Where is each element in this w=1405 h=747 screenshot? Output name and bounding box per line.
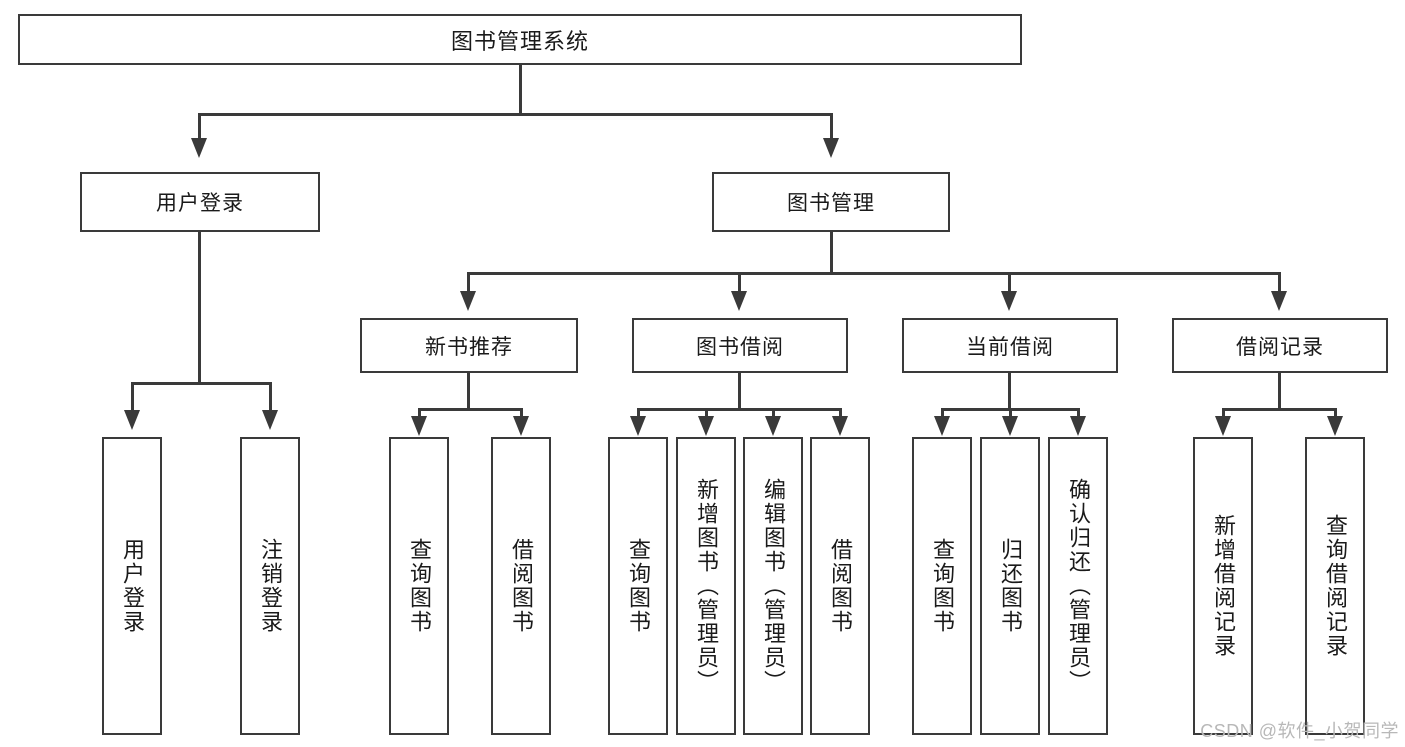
leaf-current-borrow-return[interactable]: 归还图书 bbox=[980, 437, 1040, 735]
arrow-borrow-record-leaf-1 bbox=[1215, 416, 1231, 436]
node-label: 用户登录 bbox=[156, 192, 244, 215]
edge-book-manage-drop-1 bbox=[467, 272, 470, 294]
arrow-book-borrow-leaf-1 bbox=[630, 416, 646, 436]
edge-current-borrow-drop-2 bbox=[1009, 408, 1012, 420]
edge-book-borrow-drop-3 bbox=[772, 408, 775, 420]
arrow-new-book-leaf-2 bbox=[513, 416, 529, 436]
arrow-to-current-borrow bbox=[1001, 291, 1017, 311]
edge-root-to-book-manage bbox=[830, 113, 833, 141]
edge-root-stem bbox=[519, 65, 522, 115]
edge-root-to-user-login bbox=[198, 113, 201, 141]
arrow-current-borrow-leaf-3 bbox=[1070, 416, 1086, 436]
node-user-login[interactable]: 用户登录 bbox=[80, 172, 320, 232]
node-label: 借阅图书 bbox=[508, 538, 534, 634]
edge-user-login-drop-1 bbox=[131, 382, 134, 412]
leaf-current-borrow-query[interactable]: 查询图书 bbox=[912, 437, 972, 735]
edge-new-book-stem bbox=[467, 373, 470, 410]
leaf-borrow-record-add[interactable]: 新增借阅记录 bbox=[1193, 437, 1253, 735]
edge-book-borrow-stem bbox=[738, 373, 741, 410]
edge-user-login-bus bbox=[131, 382, 271, 385]
arrow-to-new-book-recommend bbox=[460, 291, 476, 311]
leaf-borrow-record-query[interactable]: 查询借阅记录 bbox=[1305, 437, 1365, 735]
leaf-book-borrow-add[interactable]: 新增图书（管理员） bbox=[676, 437, 736, 735]
arrow-borrow-record-leaf-2 bbox=[1327, 416, 1343, 436]
node-label: 图书管理 bbox=[787, 192, 875, 215]
leaf-book-borrow-edit[interactable]: 编辑图书（管理员） bbox=[743, 437, 803, 735]
arrow-to-book-manage bbox=[823, 138, 839, 158]
leaf-new-book-query[interactable]: 查询图书 bbox=[389, 437, 449, 735]
leaf-user-login-login[interactable]: 用户登录 bbox=[102, 437, 162, 735]
arrow-to-user-login bbox=[191, 138, 207, 158]
edge-borrow-record-drop-1 bbox=[1222, 408, 1225, 420]
node-label: 新增图书（管理员） bbox=[693, 478, 719, 694]
leaf-book-borrow-query[interactable]: 查询图书 bbox=[608, 437, 668, 735]
edge-borrow-record-stem bbox=[1278, 373, 1281, 410]
edge-book-borrow-bus bbox=[637, 408, 841, 411]
edge-book-manage-stem bbox=[830, 232, 833, 274]
node-label: 新书推荐 bbox=[425, 335, 513, 359]
node-borrow-record[interactable]: 借阅记录 bbox=[1172, 318, 1388, 373]
node-label: 确认归还（管理员） bbox=[1065, 478, 1091, 694]
node-label: 图书管理系统 bbox=[450, 28, 589, 54]
node-label: 图书借阅 bbox=[696, 335, 784, 359]
arrow-current-borrow-leaf-1 bbox=[934, 416, 950, 436]
node-label: 借阅图书 bbox=[827, 538, 853, 634]
node-label: 编辑图书（管理员） bbox=[760, 478, 786, 694]
arrow-current-borrow-leaf-2 bbox=[1002, 416, 1018, 436]
edge-current-borrow-drop-3 bbox=[1077, 408, 1080, 420]
edge-book-manage-drop-4 bbox=[1278, 272, 1281, 294]
arrow-to-borrow-record bbox=[1271, 291, 1287, 311]
edge-borrow-record-bus bbox=[1222, 408, 1336, 411]
arrow-book-borrow-leaf-2 bbox=[698, 416, 714, 436]
leaf-book-borrow-borrow[interactable]: 借阅图书 bbox=[810, 437, 870, 735]
arrow-book-borrow-leaf-4 bbox=[832, 416, 848, 436]
edge-book-manage-drop-2 bbox=[738, 272, 741, 294]
edge-root-bus bbox=[198, 113, 832, 116]
node-label: 查询借阅记录 bbox=[1322, 514, 1348, 658]
node-label: 查询图书 bbox=[929, 538, 955, 634]
node-root-system[interactable]: 图书管理系统 bbox=[18, 14, 1022, 65]
edge-new-book-drop-2 bbox=[520, 408, 523, 420]
node-label: 新增借阅记录 bbox=[1210, 514, 1236, 658]
node-label: 归还图书 bbox=[997, 538, 1023, 634]
leaf-user-login-logout[interactable]: 注销登录 bbox=[240, 437, 300, 735]
edge-book-borrow-drop-2 bbox=[705, 408, 708, 420]
arrow-to-book-borrow bbox=[731, 291, 747, 311]
edge-current-borrow-stem bbox=[1008, 373, 1011, 410]
arrow-user-login-leaf-1 bbox=[124, 410, 140, 430]
edge-current-borrow-drop-1 bbox=[941, 408, 944, 420]
edge-book-borrow-drop-1 bbox=[637, 408, 640, 420]
node-label: 查询图书 bbox=[406, 538, 432, 634]
edge-user-login-stem bbox=[198, 232, 201, 384]
leaf-current-borrow-confirm[interactable]: 确认归还（管理员） bbox=[1048, 437, 1108, 735]
leaf-new-book-borrow[interactable]: 借阅图书 bbox=[491, 437, 551, 735]
edge-new-book-drop-1 bbox=[418, 408, 421, 420]
node-label: 查询图书 bbox=[625, 538, 651, 634]
node-current-borrow[interactable]: 当前借阅 bbox=[902, 318, 1118, 373]
node-label: 借阅记录 bbox=[1236, 335, 1324, 359]
edge-book-manage-bus bbox=[467, 272, 1280, 275]
arrow-new-book-leaf-1 bbox=[411, 416, 427, 436]
edge-user-login-drop-2 bbox=[269, 382, 272, 412]
node-label: 注销登录 bbox=[257, 538, 283, 634]
arrow-book-borrow-leaf-3 bbox=[765, 416, 781, 436]
edge-borrow-record-drop-2 bbox=[1334, 408, 1337, 420]
node-book-borrow[interactable]: 图书借阅 bbox=[632, 318, 848, 373]
node-new-book-recommend[interactable]: 新书推荐 bbox=[360, 318, 578, 373]
node-book-management[interactable]: 图书管理 bbox=[712, 172, 950, 232]
node-label: 当前借阅 bbox=[966, 335, 1054, 359]
edge-book-manage-drop-3 bbox=[1008, 272, 1011, 294]
arrow-user-login-leaf-2 bbox=[262, 410, 278, 430]
edge-new-book-bus bbox=[418, 408, 522, 411]
edge-book-borrow-drop-4 bbox=[839, 408, 842, 420]
node-label: 用户登录 bbox=[119, 538, 145, 634]
